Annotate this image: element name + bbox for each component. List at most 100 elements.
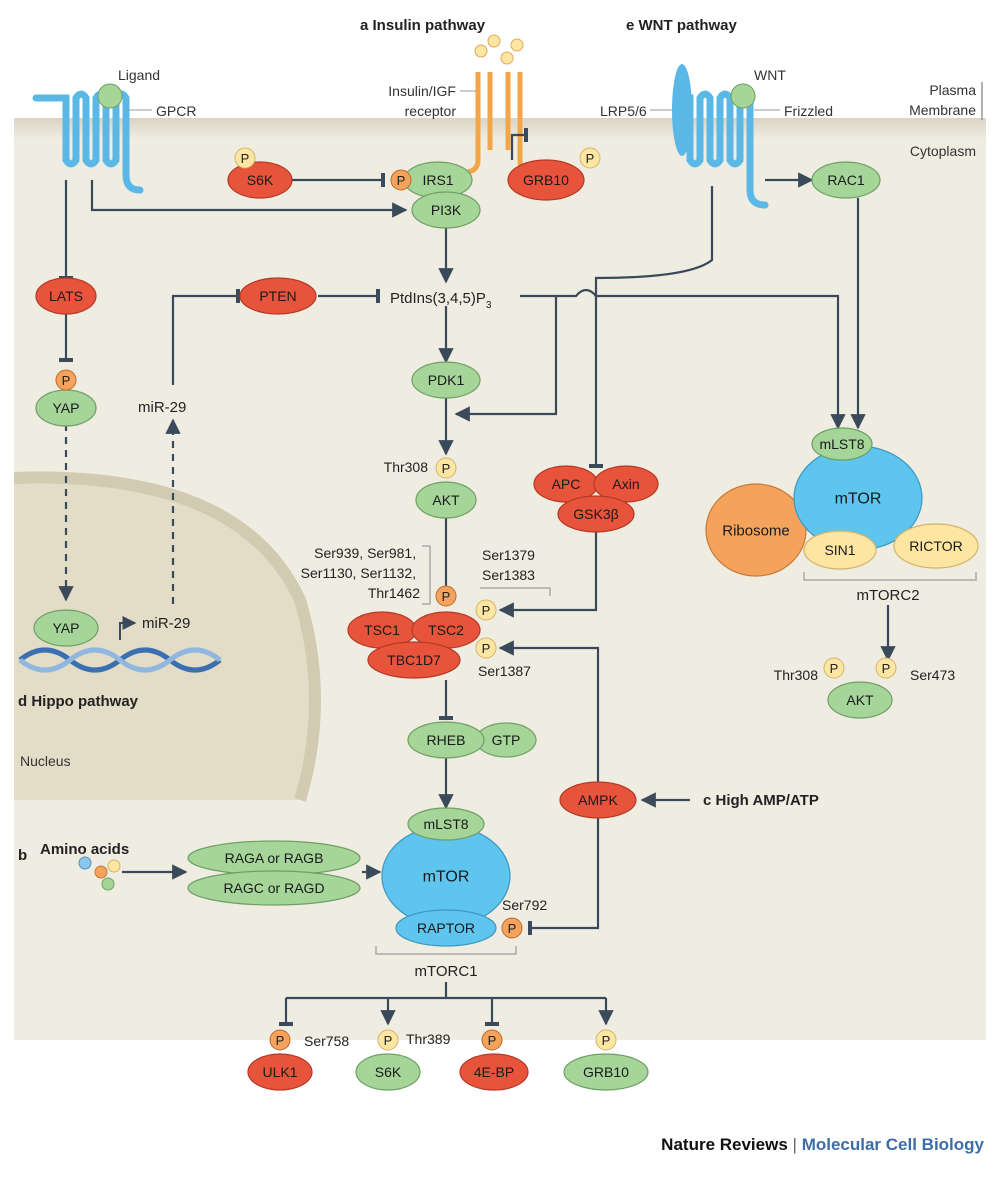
edge-ampk-tsc <box>498 640 600 782</box>
frizzled-label: Frizzled <box>784 103 833 119</box>
plasma-membrane <box>14 118 986 138</box>
phosphate-icon: P <box>435 585 457 607</box>
edge-gpcr-pi3k <box>90 180 408 218</box>
gsk-sites-bracket <box>480 587 551 596</box>
insulin-ligand-icon <box>487 34 501 48</box>
section-b-letter: b <box>18 847 27 864</box>
node-shape <box>563 1053 649 1091</box>
node-shape <box>415 481 477 519</box>
node-shape <box>411 191 481 229</box>
edge-mir29-pten <box>171 289 240 385</box>
nucleus-area <box>14 477 315 800</box>
node-mlst8-c1: mLST8 <box>407 807 485 841</box>
akt2-ser-label: Ser473 <box>910 667 955 683</box>
node-label: PTEN <box>259 288 296 304</box>
node-label: LATS <box>49 288 83 304</box>
wnt-label: WNT <box>754 67 786 83</box>
raptor-site-label: Ser792 <box>502 897 547 913</box>
node-shape <box>557 495 635 533</box>
node-shape <box>827 681 893 719</box>
node-label: S6K <box>375 1064 402 1080</box>
phosphate-label: P <box>241 151 250 166</box>
phosphate-label: P <box>482 603 491 618</box>
node-grb10-top: GRB10 <box>507 159 585 201</box>
edge-grb10-receptor <box>510 128 528 160</box>
phosphate-label: P <box>276 1033 285 1048</box>
tsc-sites-label: Ser939, Ser981, Ser1130, Ser1132, Thr146… <box>301 545 421 601</box>
phosphate-label: P <box>508 921 517 936</box>
node-label: ULK1 <box>262 1064 297 1080</box>
phosphate-label: P <box>442 589 451 604</box>
node-shape <box>227 161 293 199</box>
node-lats: LATS <box>35 277 97 315</box>
phosphate-icon: P <box>579 147 601 169</box>
node-label: SIN1 <box>824 542 855 558</box>
edges <box>58 128 896 1026</box>
akt2-thr-label: Thr308 <box>774 667 819 683</box>
node-label: RICTOR <box>909 538 962 554</box>
node-label: RAPTOR <box>417 920 475 936</box>
node-shape <box>803 530 877 570</box>
node-s6k-top: S6K <box>227 161 293 199</box>
mir29-upper-label: miR-29 <box>138 399 186 416</box>
node-label: PI3K <box>431 202 462 218</box>
dna-icon <box>18 647 222 673</box>
node-shape <box>893 523 979 569</box>
node-ragc: RAGC or RAGD <box>187 870 361 906</box>
phosphate-label: P <box>586 151 595 166</box>
node-label: RAGC or RAGD <box>223 880 324 896</box>
node-shape <box>33 609 99 647</box>
node-label: AKT <box>432 492 460 508</box>
node-label: GRB10 <box>583 1064 629 1080</box>
node-label: PDK1 <box>428 372 465 388</box>
node-label: YAP <box>53 400 80 416</box>
node-ribosome: Ribosome <box>705 483 807 577</box>
edge-gsk-tsc <box>498 530 598 618</box>
node-label: GSK3β <box>573 506 618 522</box>
node-label: AMPK <box>578 792 618 808</box>
phosphate-icon: P <box>269 1029 291 1051</box>
phosphate-icon: P <box>481 1029 503 1051</box>
mtorc1-label: mTORC1 <box>414 963 477 980</box>
phosphate-label: P <box>442 461 451 476</box>
node-yap-nuc: YAP <box>33 609 99 647</box>
node-pdk1: PDK1 <box>411 361 481 399</box>
node-shape <box>705 483 807 577</box>
node-tsc2: TSC2 <box>411 611 481 649</box>
phosphate-label: P <box>482 641 491 656</box>
insulin-ligand-icon <box>500 51 514 65</box>
phosphate-label: P <box>882 661 891 676</box>
node-rheb: RHEB <box>407 721 485 759</box>
phosphate-icon: P <box>435 457 457 479</box>
node-label: APC <box>552 476 581 492</box>
amino-acid-icon <box>101 877 115 891</box>
edge-ampk-raptor <box>528 818 600 935</box>
node-label: RAC1 <box>827 172 865 188</box>
ampk-site-label: Ser1387 <box>478 663 531 679</box>
edge-mtorc1-bus <box>286 982 606 1000</box>
phosphate-icon: P <box>501 917 523 939</box>
node-label: 4E-BP <box>474 1064 514 1080</box>
node-label: RHEB <box>427 732 466 748</box>
node-shape <box>247 1053 313 1091</box>
node-label: mLST8 <box>423 816 468 832</box>
phosphate-icon: P <box>823 657 845 679</box>
node-ampk: AMPK <box>559 781 637 819</box>
node-grb10-bottom: GRB10 <box>563 1053 649 1091</box>
node-shape <box>355 1053 421 1091</box>
node-rac1: RAC1 <box>811 161 881 199</box>
node-label: GTP <box>492 732 521 748</box>
node-shape <box>593 465 659 503</box>
insulin-ligand-icon <box>474 44 488 58</box>
section-c-title: c High AMP/ATP <box>703 792 819 809</box>
node-shape <box>367 641 461 679</box>
node-shape <box>239 277 317 315</box>
phosphate-icon: P <box>390 169 412 191</box>
mtorc1-bracket <box>375 946 517 955</box>
node-shape <box>407 807 485 841</box>
ligand-label: Ligand <box>118 67 160 83</box>
mir29-lower-label: miR-29 <box>142 615 190 632</box>
